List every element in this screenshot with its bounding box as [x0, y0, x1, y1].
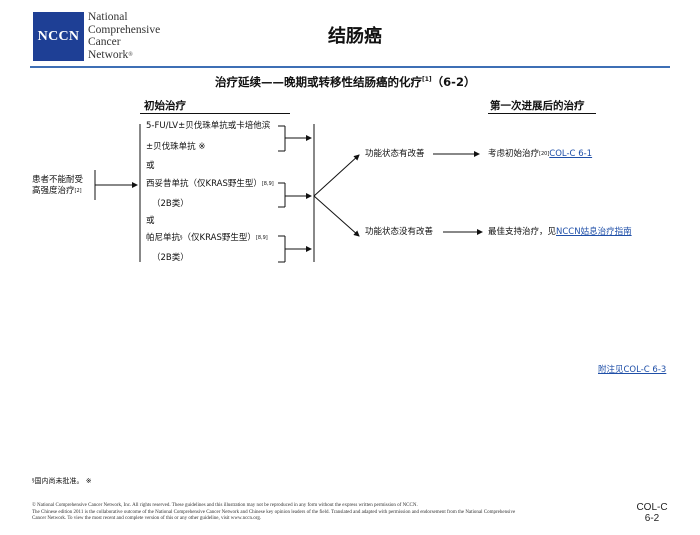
registered-mark: ®: [128, 51, 133, 58]
column-heading-after-first: 第一次进展后的治疗: [490, 100, 585, 112]
footer-line-3: Cancer Network. To view the most recent …: [32, 516, 262, 521]
outcome-not-improved: 功能状态没有改善: [365, 227, 434, 237]
option-3-line-2: （2B类）: [152, 253, 189, 263]
option-1-line-2: ±贝伐珠单抗 ※: [146, 142, 206, 152]
nccn-logo: NCCN: [33, 12, 84, 61]
logo-wordmark: National Comprehensive Cancer Network®: [88, 11, 160, 61]
outcome-improved: 功能状态有改善: [365, 149, 425, 159]
next-step-improved: 考虑初始治疗[20]COL-C 6-1: [488, 149, 592, 160]
next-step-not-improved: 最佳支持治疗，见NCCN姑息治疗指南: [488, 227, 632, 238]
option-2-line-1: 西妥昔单抗（仅KRAS野生型）[8,9]: [146, 179, 274, 190]
patient-condition: 患者不能耐受 高强度治疗[2]: [32, 175, 83, 197]
page-ref-line-2: 6-2: [644, 513, 660, 524]
notes-link[interactable]: 附注见COL-C 6-3: [598, 365, 667, 375]
logo-abbr: NCCN: [37, 28, 80, 44]
option-3-text-a: 帕尼单抗: [146, 233, 181, 243]
footnote-text: 国内尚未批准。 ※: [34, 477, 92, 485]
logo-line: Comprehensive: [88, 23, 161, 36]
column-underline-initial: [140, 113, 290, 114]
option-3-mark: §: [180, 235, 183, 241]
section-title-page: （6-2）: [431, 75, 476, 89]
patient-line-1: 患者不能耐受: [32, 175, 84, 185]
footer-line-2: The Chinese edition 2011 is the collabor…: [32, 509, 516, 515]
patient-ref: [2]: [74, 188, 82, 194]
next-not-improved-text: 最佳支持治疗，见: [488, 227, 557, 237]
page-title: 结肠癌: [328, 26, 382, 47]
page-ref-line-1: COL-C: [636, 502, 668, 513]
option-3-ref: [8,9]: [255, 235, 268, 241]
header-divider: [30, 66, 670, 68]
column-heading-initial: 初始治疗: [144, 100, 186, 112]
section-title: 治疗延续——晚期或转移性结肠癌的化疗[1]（6-2）: [215, 74, 475, 90]
option-1-line-1: 5-FU/LV±贝伐珠单抗或卡培他滨: [146, 121, 271, 131]
option-2-text: 西妥昔单抗（仅KRAS野生型）: [146, 179, 262, 189]
patient-line-2: 高强度治疗: [32, 186, 75, 196]
copyright-footer: © National Comprehensive Cancer Network,…: [32, 503, 515, 523]
link-col-c-6-1[interactable]: COL-C 6-1: [549, 149, 593, 159]
section-title-ref: [1]: [422, 76, 432, 84]
option-3-line-1: 帕尼单抗§（仅KRAS野生型）[8,9]: [146, 233, 268, 244]
page-reference: COL-C 6-2: [630, 502, 674, 524]
option-3-text-b: （仅KRAS野生型）: [182, 233, 256, 243]
next-improved-text: 考虑初始治疗: [488, 149, 540, 159]
next-improved-ref: [20]: [539, 151, 550, 157]
logo-line: National: [88, 11, 128, 23]
option-2-line-2: （2B类）: [152, 199, 189, 209]
link-palliative-guideline[interactable]: NCCN姑息治疗指南: [556, 227, 632, 237]
column-underline-after-first: [488, 113, 596, 114]
section-title-text: 治疗延续——晚期或转移性结肠癌的化疗: [215, 75, 422, 89]
logo-line: Cancer: [88, 36, 121, 48]
footer-line-1: © National Comprehensive Cancer Network,…: [32, 503, 418, 508]
footnote-mark: §: [32, 478, 35, 484]
option-2-ref: [8,9]: [261, 181, 274, 187]
or-connector-2: 或: [146, 216, 155, 226]
logo-line: Network: [88, 48, 129, 61]
or-connector-1: 或: [146, 161, 155, 171]
footnote: §国内尚未批准。 ※: [32, 476, 92, 487]
